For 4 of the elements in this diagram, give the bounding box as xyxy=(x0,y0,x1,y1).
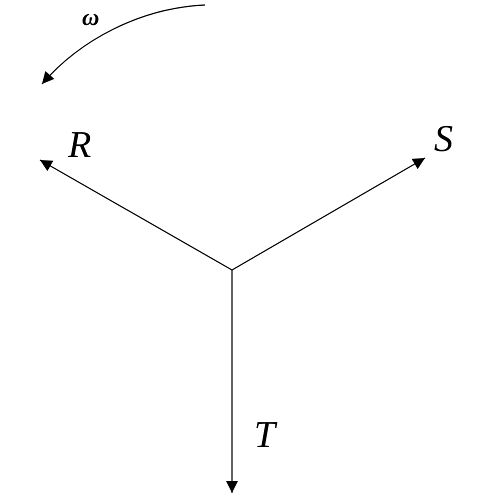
phasor-label: S xyxy=(434,120,453,158)
phasor-label: T xyxy=(254,416,276,454)
phasor-label: R xyxy=(68,126,92,164)
rotation-label: ω xyxy=(82,6,100,30)
